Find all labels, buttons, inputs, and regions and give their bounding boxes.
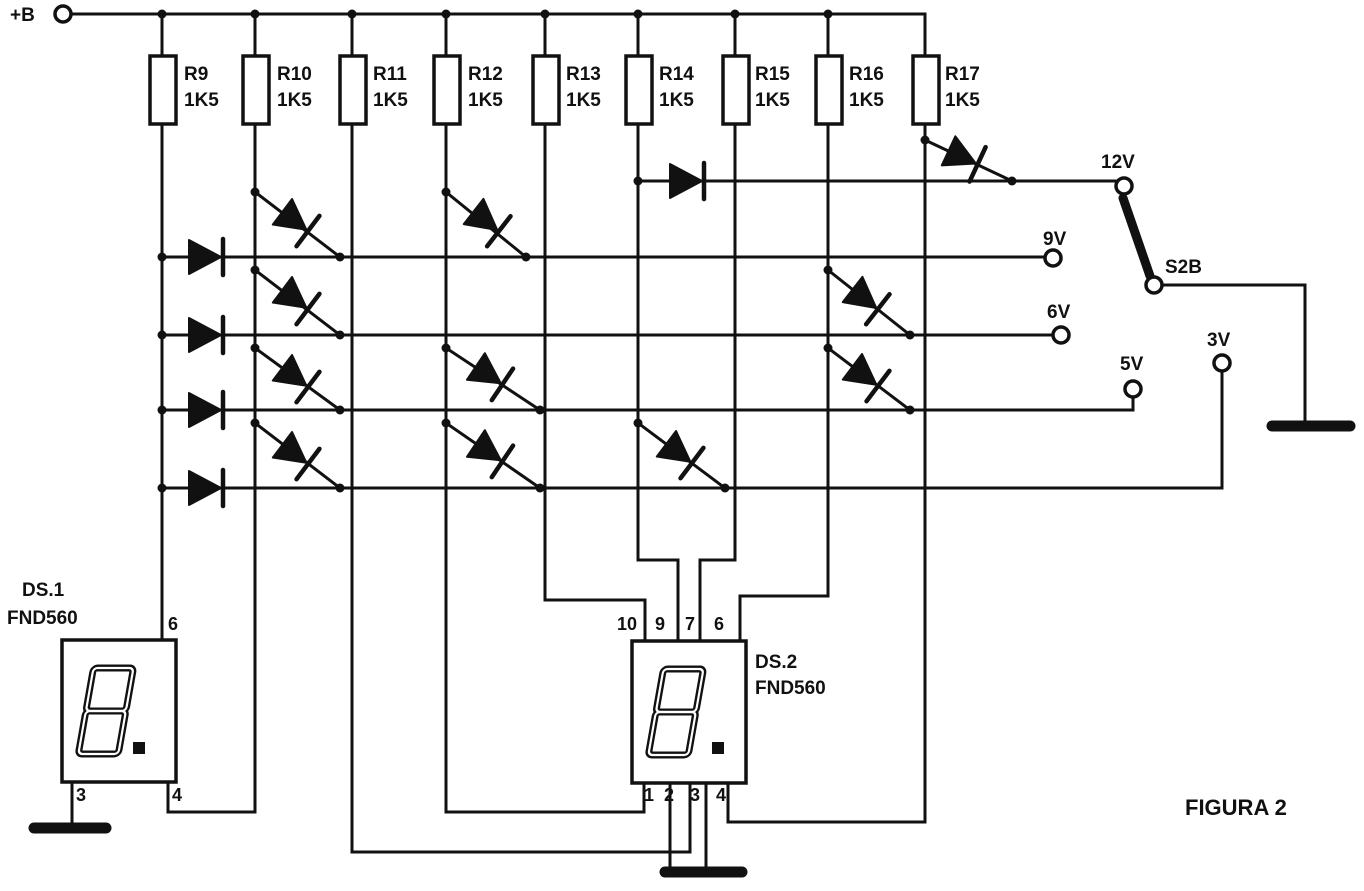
diode (189, 317, 223, 353)
resistor-name: R13 (566, 64, 601, 85)
diode (271, 275, 319, 325)
switch-position-label: 9V (1043, 229, 1067, 250)
diode (189, 392, 223, 428)
resistor-value: 1K5 (184, 90, 219, 111)
resistor-r15 (721, 54, 751, 126)
resistor-value: 1K5 (755, 90, 790, 111)
supply-rail: +B (10, 4, 927, 26)
digit-eight-icon (75, 664, 137, 758)
supply-label: +B (10, 5, 35, 26)
resistor-value: 1K5 (945, 90, 980, 111)
display-ds1: DS.1 FND560 6 3 4 (7, 580, 182, 834)
diode (271, 353, 319, 403)
resistor-name: R15 (755, 64, 790, 85)
diode (189, 470, 223, 506)
resistor-name: R11 (373, 64, 407, 85)
resistor-r17 (911, 54, 941, 126)
resistor-name: R16 (849, 64, 884, 85)
diode (465, 428, 513, 477)
pin-label: 7 (685, 614, 695, 634)
resistor-value: 1K5 (277, 90, 312, 111)
pin-label: 3 (76, 785, 86, 805)
pin-label: 4 (172, 785, 182, 805)
display-name: DS.1 (22, 580, 65, 601)
display-part: FND560 (755, 678, 826, 699)
diode (941, 134, 986, 182)
diode (841, 352, 889, 402)
resistor-r12 (432, 54, 462, 126)
supply-terminal (53, 4, 73, 24)
resistor-bank: R9 1K5 R10 1K5 R11 1K5 R12 1K5 R13 1K5 R… (148, 12, 980, 126)
diode-array (189, 134, 1014, 506)
resistor-value: 1K5 (468, 90, 503, 111)
decimal-point-icon (133, 742, 145, 754)
switch-terminal-6v (1051, 325, 1071, 345)
column-wires (160, 122, 927, 854)
switch-wiper (1118, 193, 1155, 281)
switch-position-label: 12V (1101, 152, 1135, 173)
switch-lines (157, 135, 1224, 493)
resistor-value: 1K5 (849, 90, 884, 111)
pin-label: 1 (644, 785, 654, 805)
resistor-r16 (814, 54, 844, 126)
resistor-r10 (241, 54, 271, 126)
resistor-r13 (531, 54, 561, 126)
digit-eight-icon (645, 665, 707, 759)
pin-label: 3 (690, 785, 700, 805)
resistor-name: R17 (945, 64, 980, 85)
diode (271, 430, 319, 480)
diode (465, 351, 513, 400)
resistor-value: 1K5 (659, 90, 694, 111)
switch-common-terminal (1144, 275, 1164, 295)
display-part: FND560 (7, 608, 78, 629)
resistor-value: 1K5 (566, 90, 601, 111)
switch-terminal-3v (1212, 353, 1232, 373)
diode (189, 239, 223, 275)
switch-terminal-12v (1114, 176, 1134, 196)
pin-label: 9 (655, 614, 665, 634)
resistor-name: R9 (184, 64, 208, 85)
switch-name: S2B (1165, 257, 1202, 278)
diode (271, 197, 319, 247)
pin-label: 6 (168, 614, 178, 634)
resistor-value: 1K5 (373, 90, 408, 111)
resistor-name: R10 (277, 64, 312, 85)
pin-label: 4 (716, 785, 726, 805)
resistor-r11 (338, 54, 368, 126)
switch-position-label: 6V (1047, 302, 1071, 323)
switch-position-label: 5V (1120, 354, 1144, 375)
display-name: DS.2 (755, 652, 797, 673)
diode (841, 275, 890, 325)
diode (655, 429, 703, 479)
resistor-r14 (624, 54, 654, 126)
decimal-point-icon (712, 742, 724, 754)
figure-label: FIGURA 2 (1185, 795, 1287, 820)
switch-position-label: 3V (1207, 330, 1231, 351)
display-ds2: DS.2 FND560 10 9 7 6 1 2 3 4 (617, 614, 826, 878)
switch-terminal-9v (1043, 248, 1063, 268)
switch-terminal-5v (1123, 379, 1143, 399)
resistor-name: R14 (659, 64, 694, 85)
pin-label: 6 (714, 614, 724, 634)
resistor-name: R12 (468, 64, 503, 85)
pin-label: 10 (617, 614, 637, 634)
resistor-r9 (148, 54, 178, 126)
selector-switch: 12V 9V 6V 5V 3V S2B (1043, 152, 1356, 432)
diode (670, 163, 704, 199)
